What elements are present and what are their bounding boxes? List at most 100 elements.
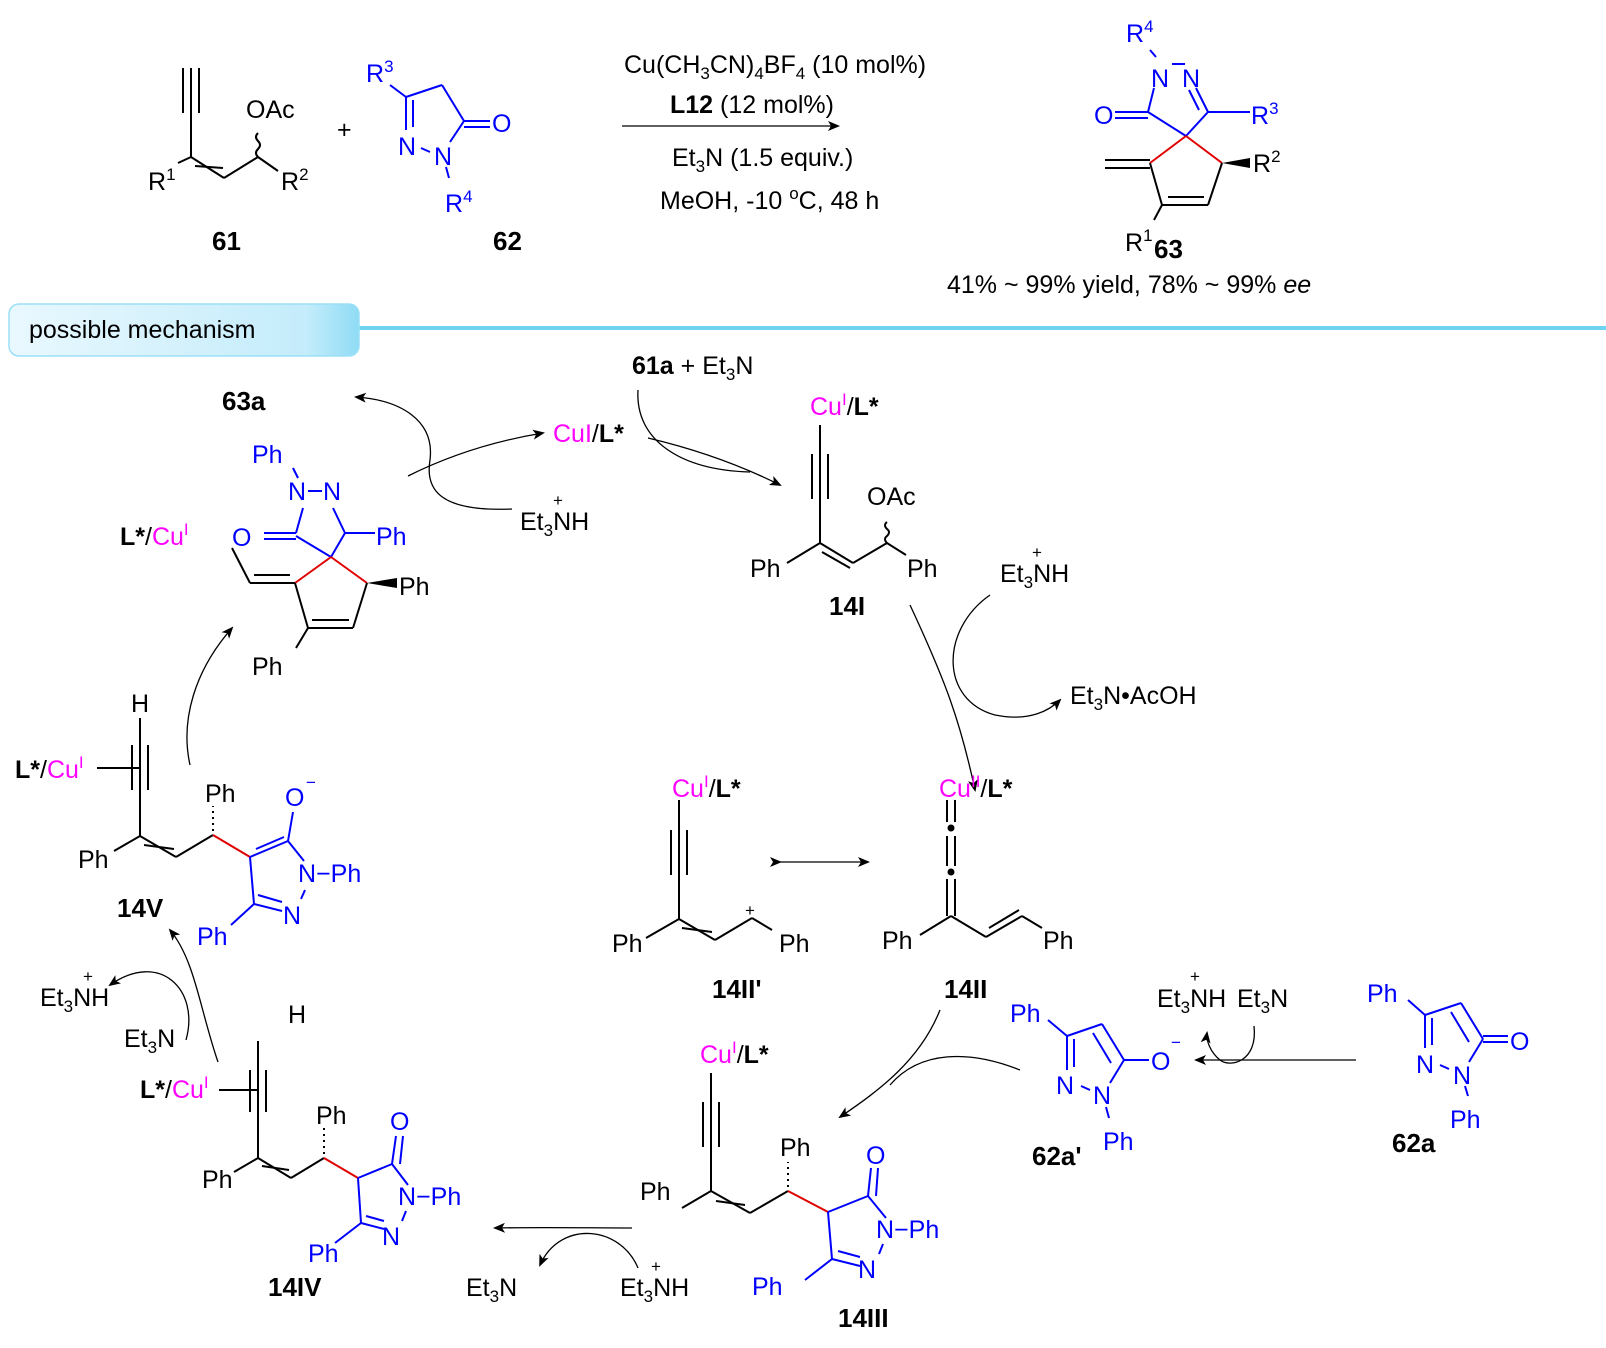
svg-text:Ph: Ph bbox=[399, 573, 430, 601]
label-14I: 14I bbox=[829, 591, 865, 621]
compound-62a-prime: Ph O − N N Ph 62a' bbox=[1010, 1000, 1181, 1171]
r4-label: R4 bbox=[445, 187, 473, 218]
svg-text:N−Ph: N−Ph bbox=[398, 1183, 461, 1211]
et3n: Et3N bbox=[1237, 985, 1288, 1017]
et3n: Et3N bbox=[124, 1025, 175, 1057]
label-14IV: 14IV bbox=[268, 1272, 322, 1302]
compound-label-62: 62 bbox=[493, 226, 522, 256]
svg-text:Ph: Ph bbox=[205, 780, 236, 808]
intermediate-14III: CuI/L* Ph O N−Ph N Ph Ph 14III bbox=[640, 1038, 939, 1333]
n-atom: N bbox=[1151, 65, 1169, 93]
svg-text:Ph: Ph bbox=[1103, 1128, 1134, 1156]
arrow-substrate-enters bbox=[637, 389, 751, 473]
svg-text:Ph: Ph bbox=[316, 1102, 347, 1130]
compound-label-63: 63 bbox=[1154, 234, 1183, 264]
compound-63: R4 N N O R3 R2 R1 63 41% ~ 99% yield, 78… bbox=[947, 17, 1311, 299]
et3n: Et3N bbox=[466, 1274, 517, 1306]
svg-text:Et3NH: Et3NH bbox=[620, 1274, 689, 1306]
cu-ligand-label: CuI/L* bbox=[810, 390, 879, 421]
svg-text:Ph: Ph bbox=[779, 930, 810, 958]
et3nh-plus: + Et3NH bbox=[520, 491, 589, 540]
base-text: Et3N (1.5 equiv.) bbox=[672, 144, 853, 176]
product-63a: 63a bbox=[222, 386, 266, 416]
n-atom: N bbox=[398, 133, 416, 161]
svg-text:N: N bbox=[288, 478, 306, 506]
compound-61: OAc R1 R2 61 bbox=[148, 68, 309, 256]
svg-text:N: N bbox=[382, 1223, 400, 1251]
r3-label: R3 bbox=[1251, 99, 1279, 130]
label-14V: 14V bbox=[117, 893, 164, 923]
svg-text:O: O bbox=[1510, 1028, 1529, 1056]
svg-text:Et3NH: Et3NH bbox=[1157, 985, 1226, 1017]
svg-text:N: N bbox=[283, 902, 301, 930]
svg-text:Ph: Ph bbox=[1367, 980, 1398, 1008]
intermediate-14II: CuII/L* Ph Ph 14II bbox=[882, 772, 1074, 1004]
n-atom: N bbox=[1182, 65, 1200, 93]
intermediate-14V: H L*/CuI Ph O − N−Ph N Ph Ph 14V bbox=[15, 690, 361, 951]
svg-text:+: + bbox=[1190, 967, 1200, 986]
oac-label: OAc bbox=[246, 96, 295, 124]
svg-text:Et3NH: Et3NH bbox=[40, 984, 109, 1016]
catalyst-text: Cu(CH3CN)4BF4 (10 mol%) bbox=[624, 51, 926, 83]
svg-text:Ph: Ph bbox=[252, 653, 283, 681]
et3nh-plus: + Et3NH bbox=[1157, 967, 1226, 1017]
label-14III: 14III bbox=[838, 1303, 889, 1333]
svg-text:N: N bbox=[323, 478, 341, 506]
arrow-catalyst-to-14I bbox=[647, 437, 782, 486]
reaction-conditions: Cu(CH3CN)4BF4 (10 mol%) L12 (12 mol%) Et… bbox=[622, 51, 926, 215]
arrow-acetate-removal bbox=[952, 594, 1062, 718]
svg-text:N: N bbox=[1453, 1062, 1471, 1090]
svg-text:Ph: Ph bbox=[1043, 927, 1074, 955]
svg-text:−: − bbox=[306, 773, 316, 792]
substrate-input: 61a + Et3N bbox=[632, 352, 753, 384]
svg-text:Ph: Ph bbox=[780, 1134, 811, 1162]
svg-text:Ph: Ph bbox=[882, 927, 913, 955]
r2-label: R2 bbox=[281, 165, 309, 196]
cu-ligand-label: CuI/L* bbox=[700, 1038, 769, 1069]
et3nh-plus: + Et3NH bbox=[40, 967, 109, 1016]
compound-label-61: 61 bbox=[212, 226, 241, 256]
svg-text:Ph: Ph bbox=[1450, 1106, 1481, 1134]
r4-label: R4 bbox=[1126, 17, 1154, 48]
arrow-14V-to-cyclization bbox=[186, 626, 234, 766]
svg-text:N: N bbox=[1416, 1051, 1434, 1079]
svg-text:Ph: Ph bbox=[197, 923, 228, 951]
carbonyl-o: O bbox=[492, 110, 511, 138]
svg-text:Ph: Ph bbox=[750, 555, 781, 583]
carbonyl-o: O bbox=[1094, 102, 1113, 130]
cu-ligand-label: CuII/L* bbox=[939, 772, 1013, 803]
svg-text:+: + bbox=[651, 1257, 661, 1276]
n-atom: N bbox=[434, 143, 452, 171]
r3-label: R3 bbox=[366, 57, 394, 88]
cu-ligand-label: CuI/L* bbox=[672, 772, 741, 803]
arrow-base-to-acid bbox=[1200, 1025, 1255, 1064]
et3nh-plus: + Et3NH bbox=[620, 1257, 689, 1306]
r1-label: R1 bbox=[1125, 226, 1153, 257]
svg-text:N: N bbox=[858, 1256, 876, 1284]
cu-ligand-label: L*/CuI bbox=[140, 1073, 209, 1104]
byproduct-et3n-acoh: Et3N•AcOH bbox=[1070, 682, 1197, 714]
cu-ligand-label: L*/CuI bbox=[15, 753, 84, 784]
label-14II: 14II bbox=[944, 974, 987, 1004]
svg-text:H: H bbox=[288, 1001, 306, 1029]
svg-text:O: O bbox=[390, 1108, 409, 1136]
label-14II-prime: 14II' bbox=[712, 974, 762, 1004]
svg-text:Ph: Ph bbox=[308, 1240, 339, 1268]
mechanism-banner: possible mechanism bbox=[8, 303, 1606, 357]
svg-text:H: H bbox=[131, 690, 149, 718]
svg-text:O: O bbox=[285, 784, 304, 812]
arrow-enolate-attack bbox=[889, 1055, 1021, 1086]
svg-text:O: O bbox=[1151, 1048, 1170, 1076]
ligand-text: L12 (12 mol%) bbox=[670, 91, 834, 119]
svg-text:N−Ph: N−Ph bbox=[298, 860, 361, 888]
svg-text:+: + bbox=[1032, 543, 1042, 562]
svg-text:+: + bbox=[553, 491, 563, 510]
arrow-14I-to-14II bbox=[909, 604, 978, 792]
svg-text:O: O bbox=[232, 524, 251, 552]
svg-text:Ph: Ph bbox=[640, 1178, 671, 1206]
label-62a: 62a bbox=[1392, 1128, 1436, 1158]
svg-text:Ph: Ph bbox=[1010, 1000, 1041, 1028]
label-62a-prime: 62a' bbox=[1032, 1141, 1082, 1171]
cu-ligand-label: L*/CuI bbox=[120, 520, 189, 551]
solvent-temp-text: MeOH, -10 oC, 48 h bbox=[660, 184, 879, 215]
